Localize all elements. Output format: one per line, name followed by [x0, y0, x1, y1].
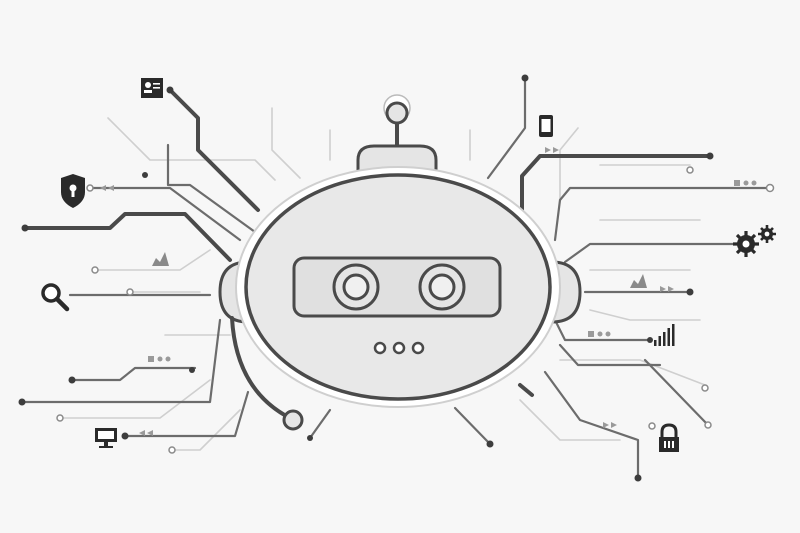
antenna-ball [385, 101, 409, 125]
mouth-dot [373, 341, 387, 355]
right-pupil [428, 273, 456, 301]
mouth-dot [392, 341, 406, 355]
gears-icon [733, 225, 776, 257]
headset-mic [282, 409, 304, 431]
bar-chart-icon [654, 324, 675, 346]
left-pupil [342, 273, 370, 301]
shield-lock-icon [61, 174, 85, 208]
circuit-traces [20, 76, 772, 480]
background-circuit-traces [59, 107, 706, 451]
mini-chart-icon [152, 252, 647, 288]
antenna-base [356, 144, 438, 174]
headset-boom [230, 316, 292, 420]
magnifier-icon [41, 283, 70, 312]
robot-head [218, 94, 582, 431]
monitor-icon [95, 428, 117, 448]
decorative-arrows [100, 147, 757, 436]
id-card-icon [141, 78, 163, 98]
smartphone-icon [539, 115, 553, 137]
mouth-dot [411, 341, 425, 355]
trace-nodes [18, 74, 775, 482]
padlock-icon [659, 423, 679, 452]
visor [292, 256, 502, 318]
